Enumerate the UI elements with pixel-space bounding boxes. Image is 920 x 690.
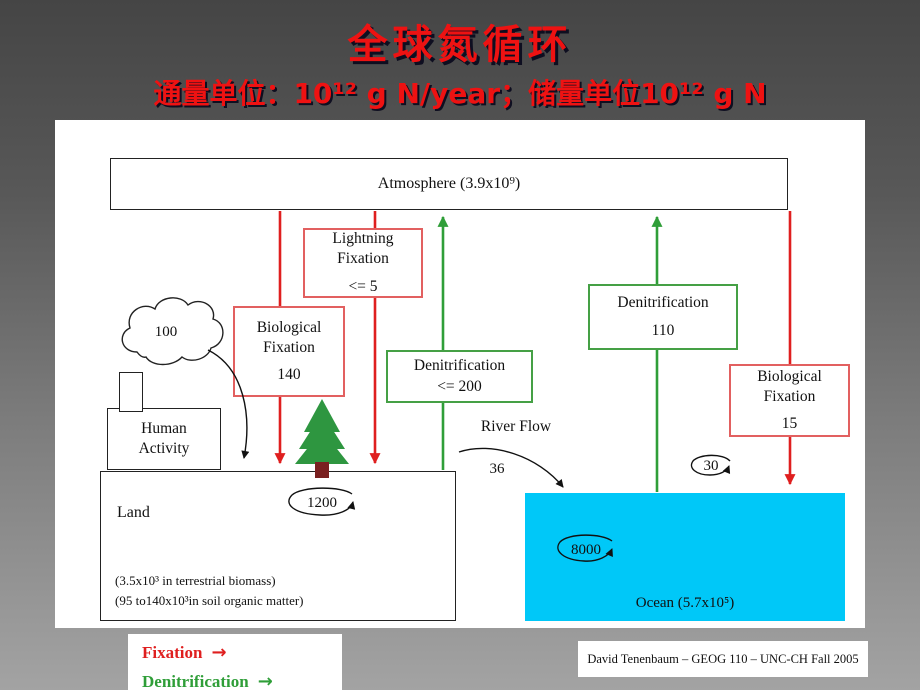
legend-fixation-label: Fixation <box>142 643 203 662</box>
legend-denitrification-row: Denitrification → <box>142 668 342 690</box>
box-line: Denitrification <box>413 357 506 375</box>
box-line: Human <box>141 419 187 437</box>
land-notes: (3.5x10³ in terrestrial biomass) (95 to1… <box>115 571 304 610</box>
slide-title: 全球氮循环 <box>347 22 573 68</box>
denitrification-ocean-box: Denitrification 110 <box>588 284 738 350</box>
box-line: Lightning <box>332 230 394 248</box>
land-note-soil: (95 to140x10³in soil organic matter) <box>115 592 304 608</box>
denitrification-land-box: Denitrification <= 200 <box>386 350 533 403</box>
title-area: 全球氮循环 通量单位：10¹² g N/year；储量单位10¹² g N <box>0 0 920 112</box>
legend-denitrification-label: Denitrification <box>142 671 249 690</box>
human-emission-value: 100 <box>154 324 178 340</box>
biological-fixation-ocean-box: Biological Fixation 15 <box>729 364 850 437</box>
land-note-biomass: (3.5x10³ in terrestrial biomass) <box>115 573 276 588</box>
atmosphere-label: Atmosphere (3.9x10⁹) <box>377 174 521 192</box>
box-value: 110 <box>651 321 675 339</box>
river-flow-label: River Flow <box>480 418 552 435</box>
box-line: Fixation <box>263 338 315 356</box>
box-value: <= 5 <box>348 277 378 295</box>
box-value: 140 <box>277 366 301 384</box>
fixation-arrow-icon: → <box>211 642 227 663</box>
ocean-label: Ocean (5.7x10⁵) <box>635 595 735 611</box>
smokestack-icon <box>119 372 143 412</box>
box-line: Fixation <box>763 387 816 405</box>
slide-subtitle: 通量单位：10¹² g N/year；储量单位10¹² g N <box>153 77 767 110</box>
box-value: <= 200 <box>437 377 482 395</box>
human-activity-box: Human Activity <box>107 408 221 470</box>
denitrification-arrow-icon: → <box>257 670 273 690</box>
land-label: Land <box>117 504 150 521</box>
box-line: Denitrification <box>617 294 709 312</box>
diagram-panel: Atmosphere (3.9x10⁹) Lightning Fixation … <box>55 120 865 628</box>
box-line: Biological <box>757 367 822 385</box>
land-box: Land (3.5x10³ in terrestrial biomass) (9… <box>100 471 456 621</box>
ocean-cycle-value: 8000 <box>571 542 601 558</box>
legend: Fixation → Denitrification → <box>128 634 342 690</box>
ocean-surface-value: 30 <box>703 458 719 474</box>
box-line: Fixation <box>337 250 389 268</box>
atmosphere-box: Atmosphere (3.9x10⁹) <box>110 158 788 210</box>
box-line: Biological <box>256 318 322 336</box>
river-flow-value: 36 <box>489 461 505 477</box>
land-cycle-value: 1200 <box>307 495 337 511</box>
tree-icon <box>295 399 349 478</box>
biological-fixation-land-box: Biological Fixation 140 <box>233 306 345 397</box>
legend-fixation-row: Fixation → <box>142 639 342 668</box>
lightning-fixation-box: Lightning Fixation <= 5 <box>303 228 423 298</box>
credit-text: David Tenenbaum – GEOG 110 – UNC-CH Fall… <box>578 641 868 677</box>
box-line: Activity <box>138 440 190 457</box>
box-value: 15 <box>781 415 798 433</box>
